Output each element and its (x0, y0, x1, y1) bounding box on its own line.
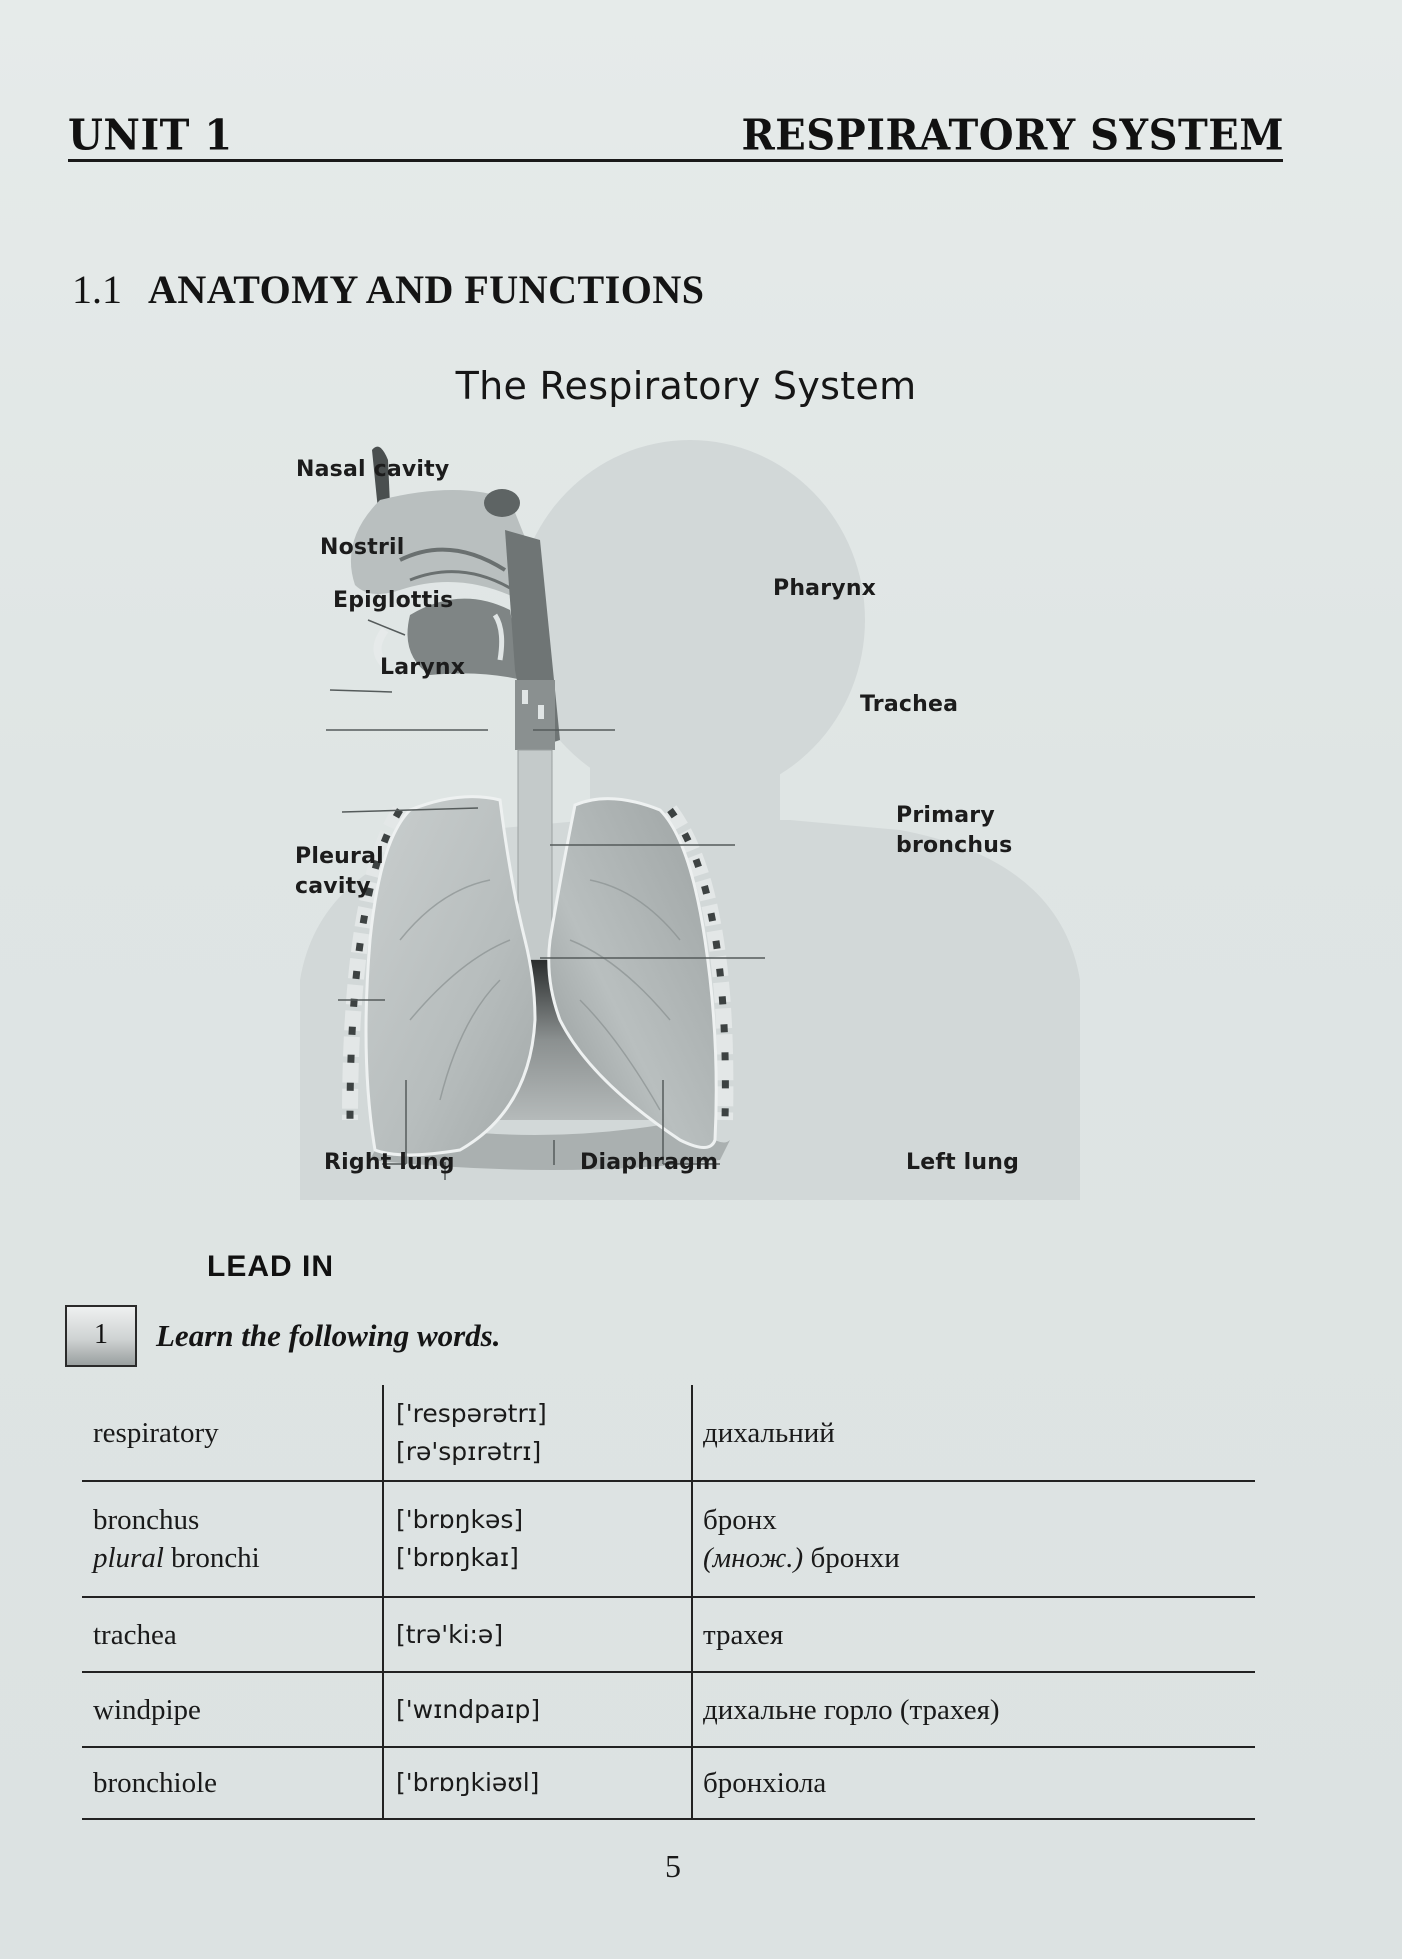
label-primary-bronchus-line1: Primary (896, 803, 995, 828)
table-row: respiratory ['respərətrɪ] [rə'spɪrətrɪ] … (82, 1385, 1255, 1482)
ipa-cell: ['wɪndpaɪp] (382, 1673, 691, 1746)
translation-cell: дихальний (691, 1385, 1255, 1480)
leader-lines (326, 619, 765, 1180)
translation-cell: дихальне горло (трахея) (691, 1673, 1255, 1746)
head-airway (350, 446, 560, 750)
figure-title: The Respiratory System (455, 364, 917, 408)
table-row: trachea [trə'ki:ə] трахея (82, 1598, 1255, 1673)
respiratory-anatomy-illustration (300, 440, 1080, 1200)
translation-note: (множ.) (703, 1542, 804, 1574)
term: bronchus (93, 1504, 200, 1536)
respiratory-system-diagram: Nasal cavity Nostril Epiglottis Larynx P… (260, 420, 1120, 1200)
label-larynx: Larynx (380, 655, 466, 680)
section-heading: 1.1 ANATOMY AND FUNCTIONS (72, 266, 704, 313)
exercise-number-box: 1 (65, 1305, 137, 1367)
exercise-instruction: Learn the following words. (156, 1318, 501, 1353)
table-row: windpipe ['wɪndpaɪp] дихальне горло (тра… (82, 1673, 1255, 1748)
term-cell: bronchus plural bronchi (82, 1482, 382, 1596)
translation-cell: трахея (691, 1598, 1255, 1671)
term-cell: trachea (82, 1598, 382, 1671)
table-row: bronchus plural bronchi ['brɒŋkəs] ['brɒ… (82, 1482, 1255, 1598)
ipa: ['brɒŋkaɪ] (396, 1543, 519, 1572)
term: bronchiole (93, 1767, 218, 1799)
term: trachea (93, 1618, 177, 1651)
ipa: [rə'spɪrətrɪ] (396, 1436, 542, 1466)
translation: дихальне горло (трахея) (703, 1693, 1000, 1726)
lead-in-heading: LEAD IN (207, 1250, 334, 1283)
label-trachea: Trachea (860, 692, 959, 717)
ipa: ['respərətrɪ] (396, 1398, 547, 1428)
label-epiglottis: Epiglottis (333, 588, 454, 613)
left-lung-shape (547, 797, 718, 1149)
term: windpipe (93, 1693, 201, 1726)
ribs (342, 805, 734, 1121)
term-cell: respiratory (82, 1385, 382, 1480)
label-pleural-cavity-line2: cavity (295, 874, 371, 899)
trachea-shape (517, 749, 553, 961)
vocabulary-table: respiratory ['respərətrɪ] [rə'spɪrətrɪ] … (82, 1385, 1255, 1820)
ipa-cell: ['brɒŋkiəʊl] (382, 1748, 691, 1818)
term-cell: bronchiole (82, 1748, 382, 1818)
ipa-cell: ['brɒŋkəs] ['brɒŋkaɪ] (382, 1482, 691, 1596)
translation: трахея (703, 1618, 784, 1651)
translation-plural: бронхи (810, 1542, 900, 1574)
translation: дихальний (703, 1416, 835, 1449)
label-nasal-cavity: Nasal cavity (296, 457, 450, 482)
section-number: 1.1 (72, 267, 122, 312)
ipa-cell: [trə'ki:ə] (382, 1598, 691, 1671)
header-rule (68, 159, 1283, 162)
table-row: bronchiole ['brɒŋkiəʊl] бронхіола (82, 1748, 1255, 1820)
unit-topic: RESPIRATORY SYSTEM (741, 110, 1284, 161)
translation-cell: бронх (множ.) бронхи (691, 1482, 1255, 1596)
ipa: ['brɒŋkiəʊl] (396, 1768, 540, 1797)
label-right-lung: Right lung (324, 1150, 455, 1175)
section-title: ANATOMY AND FUNCTIONS (148, 267, 705, 312)
translation: бронх (703, 1504, 777, 1536)
unit-label: UNIT 1 (68, 110, 233, 161)
ipa: ['brɒŋkəs] (396, 1505, 524, 1534)
translation: бронхіола (703, 1767, 827, 1799)
term: respiratory (93, 1416, 219, 1449)
ipa: [trə'ki:ə] (396, 1619, 504, 1649)
translation-cell: бронхіола (691, 1748, 1255, 1818)
label-pleural-cavity-line1: Pleural (295, 844, 384, 869)
ipa-cell: ['respərətrɪ] [rə'spɪrətrɪ] (382, 1385, 691, 1480)
label-left-lung: Left lung (906, 1150, 1020, 1175)
label-pharynx: Pharynx (773, 576, 877, 601)
label-nostril: Nostril (320, 535, 405, 560)
ipa: ['wɪndpaɪp] (396, 1694, 541, 1724)
page-number: 5 (665, 1848, 681, 1884)
term-plural: bronchi (171, 1542, 260, 1574)
label-diaphragm: Diaphragm (580, 1150, 719, 1175)
label-primary-bronchus-line2: bronchus (896, 833, 1013, 858)
term-cell: windpipe (82, 1673, 382, 1746)
plural-label: plural (93, 1542, 164, 1574)
right-lung-shape (364, 795, 537, 1157)
